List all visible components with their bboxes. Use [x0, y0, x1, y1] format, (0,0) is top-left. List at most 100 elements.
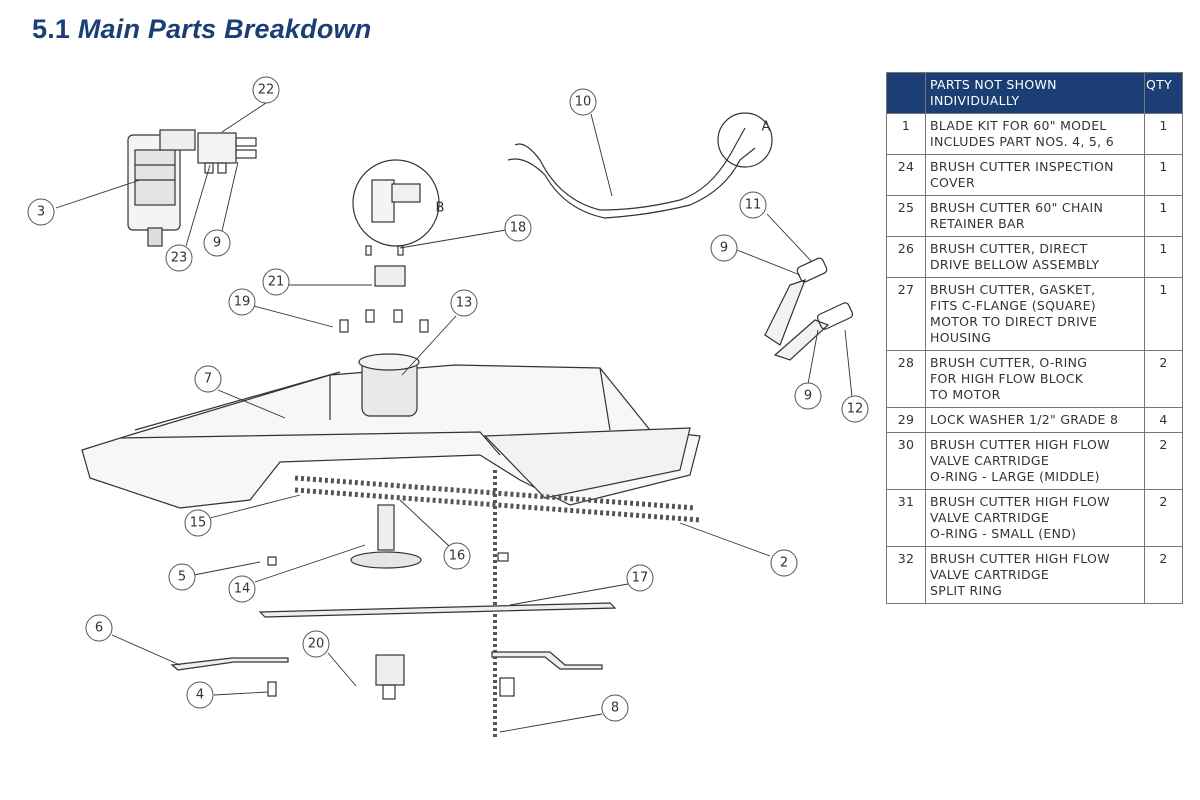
- callout-11: 11: [745, 198, 762, 213]
- callout-17: 17: [632, 571, 649, 586]
- description-line: VALVE CARTRIDGE: [930, 567, 1050, 582]
- description-line: DRIVE BELLOW ASSEMBLY: [930, 257, 1100, 272]
- header-qty-cell: QTY: [1144, 72, 1183, 114]
- part-description: LOCK WASHER 1/2" GRADE 8: [925, 407, 1145, 433]
- part-number: 26: [886, 236, 926, 278]
- description-line: RETAINER BAR: [930, 216, 1025, 231]
- description-line: BRUSH CUTTER INSPECTION: [930, 159, 1114, 174]
- description-line: HOUSING: [930, 330, 992, 345]
- section-number: 5.1: [32, 14, 71, 44]
- part-number: 30: [886, 432, 926, 490]
- callout-22: 22: [258, 83, 275, 98]
- part-description: BRUSH CUTTER, GASKET,FITS C-FLANGE (SQUA…: [925, 277, 1145, 351]
- part-number: 1: [886, 113, 926, 155]
- part-qty: 2: [1144, 489, 1183, 547]
- callout-18: 18: [510, 221, 527, 236]
- header-number-cell: [886, 72, 926, 114]
- part-qty: 1: [1144, 277, 1183, 351]
- callout-16: 16: [449, 549, 466, 564]
- cutter-deck: [81, 353, 701, 509]
- part-qty: 2: [1144, 432, 1183, 490]
- description-line: BRUSH CUTTER 60" CHAIN: [930, 200, 1104, 215]
- part-number: 24: [886, 154, 926, 196]
- callout-6: 6: [95, 621, 103, 636]
- blade-section: [170, 651, 603, 671]
- callout-5: 5: [178, 570, 186, 585]
- description-line: SPLIT RING: [930, 583, 1003, 598]
- description-line: INDIVIDUALLY: [930, 93, 1020, 108]
- part-qty: 1: [1144, 154, 1183, 196]
- description-line: VALVE CARTRIDGE: [930, 453, 1050, 468]
- callout-20: 20: [308, 637, 325, 652]
- description-line: COVER: [930, 175, 975, 190]
- description-line: BRUSH CUTTER HIGH FLOW: [930, 437, 1110, 452]
- callout-9: 9: [720, 241, 728, 256]
- part-number: 32: [886, 546, 926, 604]
- description-line: O-RING - LARGE (MIDDLE): [930, 469, 1100, 484]
- part-number: 28: [886, 350, 926, 408]
- description-line: O-RING - SMALL (END): [930, 526, 1077, 541]
- callout-b: B: [436, 201, 445, 216]
- callout-2: 2: [780, 556, 788, 571]
- part-qty: 1: [1144, 236, 1183, 278]
- section-title: Main Parts Breakdown: [77, 14, 372, 44]
- callout-9: 9: [213, 236, 221, 251]
- callout-3: 3: [37, 205, 45, 220]
- blade: [258, 602, 617, 618]
- hydraulic-motor: [127, 129, 196, 247]
- part-qty: 4: [1144, 407, 1183, 433]
- callout-15: 15: [190, 516, 207, 531]
- callout-21: 21: [268, 275, 285, 290]
- description-line: BRUSH CUTTER, GASKET,: [930, 282, 1096, 297]
- part-qty: 2: [1144, 350, 1183, 408]
- callout-23: 23: [171, 251, 188, 266]
- part-qty: 2: [1144, 546, 1183, 604]
- callout-4: 4: [196, 688, 204, 703]
- description-line: FITS C-FLANGE (SQUARE): [930, 298, 1096, 313]
- bolts: [339, 245, 429, 333]
- part-number: 31: [886, 489, 926, 547]
- description-line: FOR HIGH FLOW BLOCK: [930, 371, 1084, 386]
- description-line: TO MOTOR: [930, 387, 1001, 402]
- part-qty: 1: [1144, 195, 1183, 237]
- description-line: BRUSH CUTTER, O-RING: [930, 355, 1088, 370]
- callout-7: 7: [204, 372, 212, 387]
- callout-13: 13: [456, 296, 473, 311]
- description-line: MOTOR TO DIRECT DRIVE: [930, 314, 1098, 329]
- callout-12: 12: [847, 402, 864, 417]
- callout-10: 10: [575, 95, 592, 110]
- callout-9: 9: [804, 389, 812, 404]
- detail-b: [352, 159, 440, 287]
- part-number: 29: [886, 407, 926, 433]
- part-number: 27: [886, 277, 926, 351]
- callout-8: 8: [611, 701, 619, 716]
- chains: [294, 470, 701, 740]
- hydraulic-hoses: [507, 112, 773, 219]
- callout-a: A: [762, 120, 771, 135]
- parts-diagram: 22 10 A 3 23 9 B 18 11 9 21 13 19 9 12 7…: [27, 76, 869, 740]
- description-line: BRUSH CUTTER, DIRECT: [930, 241, 1088, 256]
- page-title: 5.1 Main Parts Breakdown: [32, 14, 371, 45]
- callout-19: 19: [234, 295, 251, 310]
- description-line: BRUSH CUTTER HIGH FLOW: [930, 494, 1110, 509]
- description-line: BRUSH CUTTER HIGH FLOW: [930, 551, 1110, 566]
- leader-lines: [55, 102, 853, 733]
- description-line: LOCK WASHER 1/2" GRADE 8: [930, 412, 1119, 427]
- part-qty: 1: [1144, 113, 1183, 155]
